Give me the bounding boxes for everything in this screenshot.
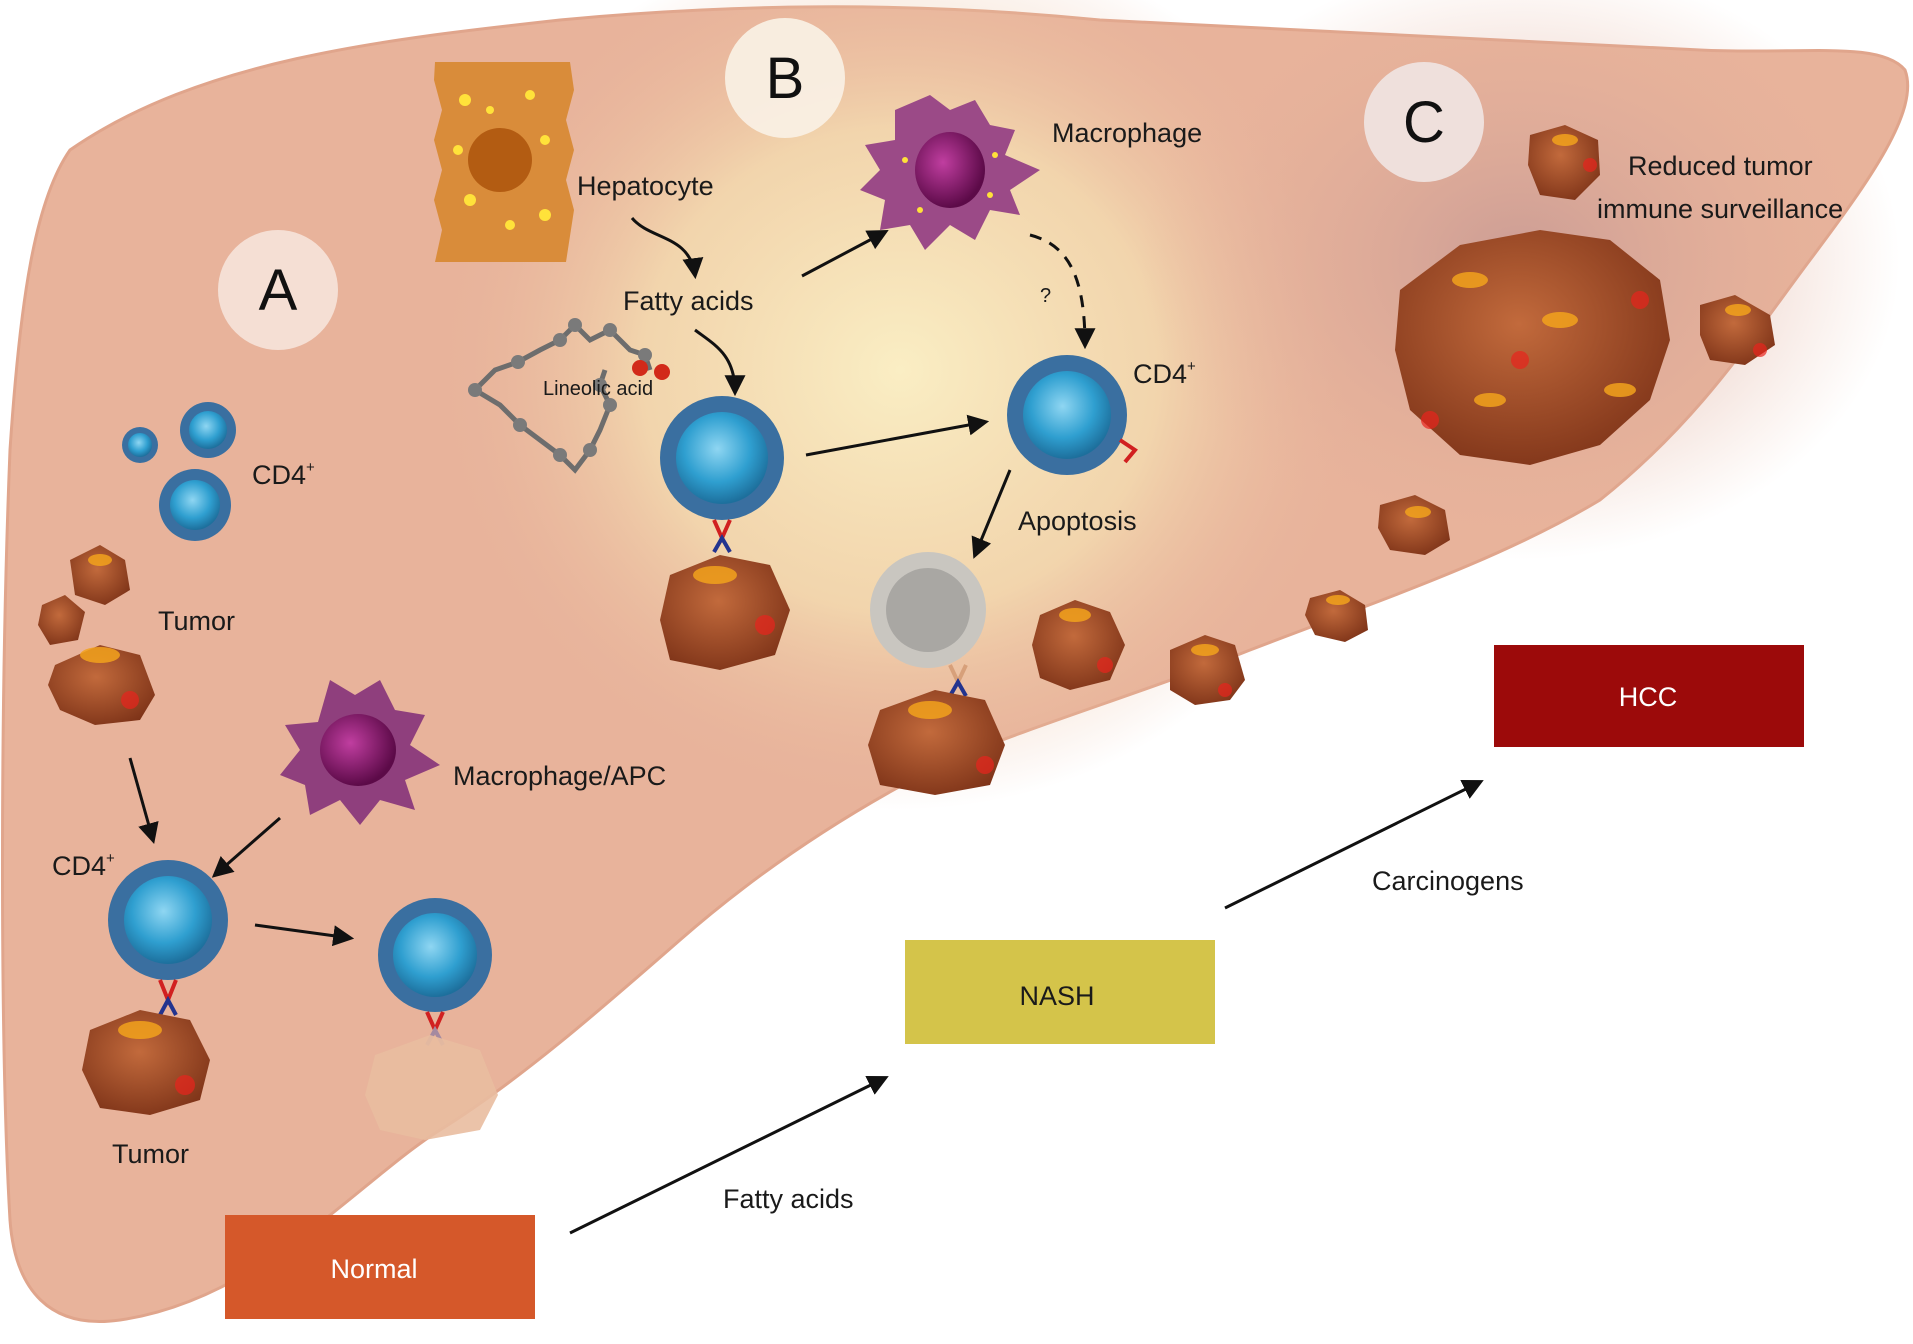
t-cell-a-small-1	[122, 427, 158, 463]
label-macrophage: Macrophage	[1052, 118, 1202, 148]
label-reduced-2: immune surveillance	[1597, 194, 1843, 224]
progression-nash: NASH	[905, 940, 1215, 1044]
apoptotic-cell	[870, 552, 986, 668]
label-tumor-a1: Tumor	[158, 606, 235, 636]
faded-tumor	[365, 1035, 498, 1140]
progression-normal: Normal	[225, 1215, 535, 1319]
macrophage-apc-a	[280, 680, 440, 825]
hepatocyte-cell	[434, 62, 574, 262]
panel-c-label: C	[1403, 90, 1445, 155]
label-hepatocyte: Hepatocyte	[577, 171, 714, 201]
normal-label: Normal	[330, 1254, 417, 1284]
panel-b-label: B	[766, 46, 805, 111]
t-cell-b-left	[660, 396, 784, 520]
t-cell-a-small-3	[159, 469, 231, 541]
t-cell-a-right	[378, 898, 492, 1012]
label-tumor-a2: Tumor	[112, 1139, 189, 1169]
panel-a-badge: A	[218, 230, 338, 350]
dashed-arrow	[1029, 233, 1096, 350]
label-cd4-a2: CD4+	[52, 850, 115, 881]
hcc-label: HCC	[1619, 682, 1678, 712]
lineolic-acid-atoms	[468, 318, 670, 462]
label-cd4-b: CD4+	[1133, 358, 1196, 389]
tumor-highlights	[80, 134, 1751, 1039]
label-carcinogens: Carcinogens	[1372, 866, 1524, 896]
tumor-spots	[121, 158, 1767, 1095]
panel-a-label: A	[259, 258, 298, 323]
panel-c-badge: C	[1364, 62, 1484, 182]
label-cd4-a1: CD4+	[252, 459, 315, 490]
nash-label: NASH	[1019, 981, 1094, 1011]
label-fatty-acids-b: Fatty acids	[623, 286, 754, 316]
label-reduced-1: Reduced tumor	[1628, 151, 1813, 181]
label-lineolic-acid: Lineolic acid	[543, 378, 653, 400]
panel-b-badge: B	[725, 18, 845, 138]
t-cell-b-right	[1007, 355, 1127, 475]
label-apoptosis: Apoptosis	[1018, 506, 1137, 536]
label-fatty-acids-progression: Fatty acids	[723, 1184, 854, 1214]
progression-hcc: HCC	[1494, 645, 1804, 747]
t-cell-a-small-2	[180, 402, 236, 458]
label-question: ?	[1040, 285, 1051, 307]
macrophage-b	[860, 95, 1040, 250]
pathway-arrows	[128, 217, 1012, 947]
label-macrophage-apc: Macrophage/APC	[453, 761, 666, 791]
t-cell-a-main	[108, 860, 228, 980]
progression-arrows	[569, 780, 1484, 1235]
